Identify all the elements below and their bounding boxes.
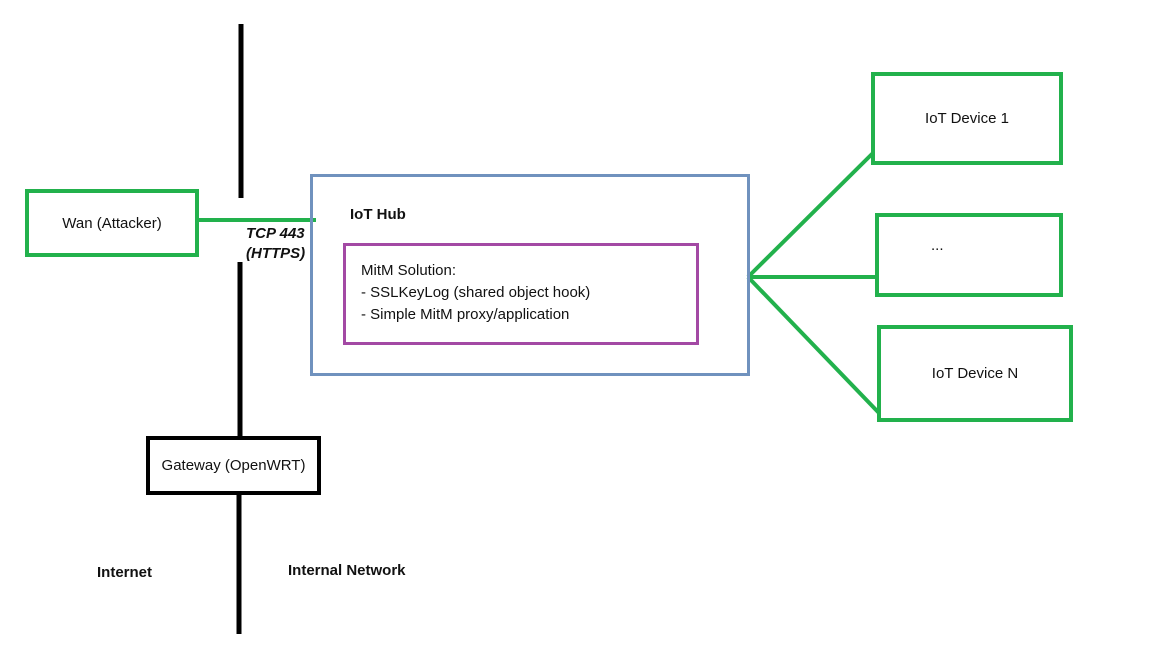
internet-label: Internet	[97, 564, 153, 581]
mitm-item-sslkeylog: - SSLKeyLog (shared object hook)	[361, 284, 591, 301]
iot-device-1-label: IoT Device 1	[925, 110, 1009, 127]
iot-hub-box: IoT Hub MitM Solution: - SSLKeyLog (shar…	[310, 174, 750, 376]
iot-device-n-label: IoT Device N	[931, 365, 1019, 382]
tcp-label: TCP 443 (HTTPS)	[246, 224, 305, 264]
mitm-solution-title: MitM Solution:	[361, 262, 457, 279]
iot-device-n-box: IoT Device N	[877, 325, 1073, 422]
hub-to-device-1-link	[746, 151, 875, 279]
internal-network-label: Internal Network	[288, 562, 406, 579]
gateway-label: Gateway (OpenWRT)	[161, 457, 306, 474]
hub-to-device-n-link	[746, 275, 881, 415]
iot-device-ellipsis-box: ...	[875, 213, 1063, 297]
tcp-port-label: TCP 443	[246, 225, 305, 242]
tcp-protocol-label: (HTTPS)	[246, 245, 306, 262]
gateway-box: Gateway (OpenWRT)	[146, 436, 321, 495]
wan-attacker-label: Wan (Attacker)	[62, 214, 162, 232]
iot-device-ellipsis-label: ...	[931, 237, 944, 254]
wan-attacker-box: Wan (Attacker)	[25, 189, 199, 257]
iot-hub-label: IoT Hub	[350, 206, 406, 223]
mitm-item-proxy: - Simple MitM proxy/application	[361, 306, 570, 323]
iot-device-1-box: IoT Device 1	[871, 72, 1063, 165]
mitm-solution-box: MitM Solution: - SSLKeyLog (shared objec…	[343, 243, 699, 345]
